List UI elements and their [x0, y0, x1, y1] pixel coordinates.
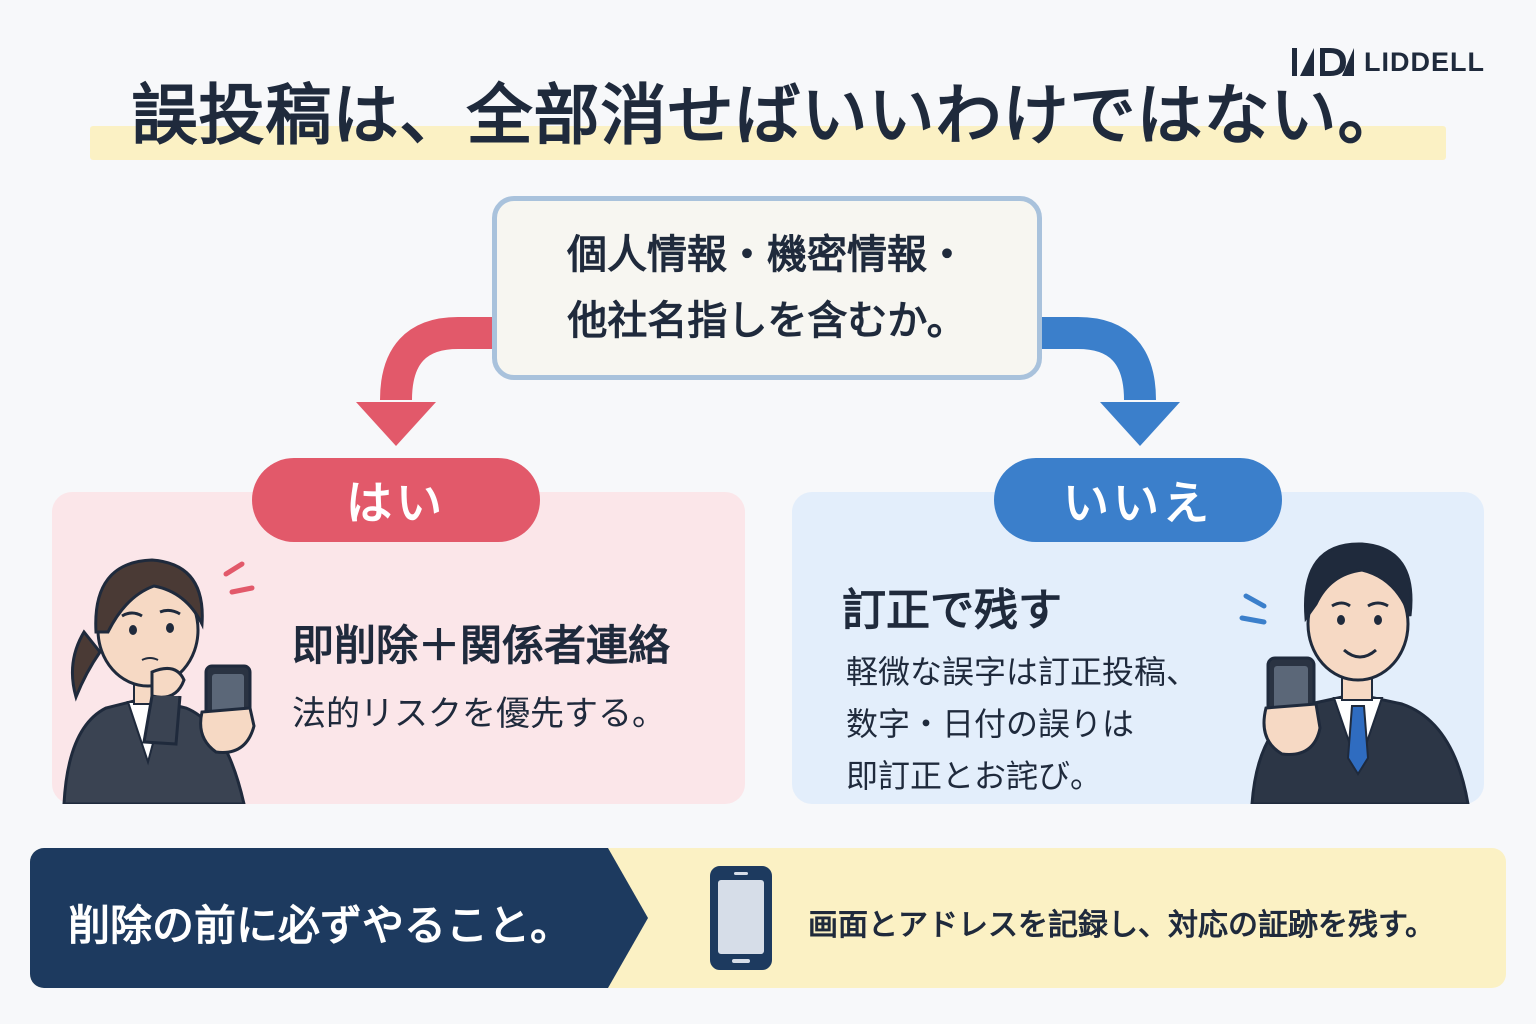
no-description-line: 数字・日付の誤りは [846, 705, 1135, 743]
brand-name: LIDDELL [1364, 46, 1485, 77]
smiling-man-illustration [1239, 542, 1470, 804]
bottom-dark-chevron [30, 848, 648, 988]
question-line: 他社名指しを含むか。 [567, 298, 967, 344]
no-description: 軽微な誤字は訂正投稿、 数字・日付の誤りは 即訂正とお詫び。 [846, 646, 1198, 802]
arrow-to-yes [356, 317, 494, 446]
signal-lines-icon [1239, 593, 1267, 625]
worried-woman-illustration [62, 558, 256, 804]
no-pill: いいえ [994, 458, 1282, 542]
liddell-logo-icon [1292, 48, 1354, 76]
no-description-line: 即訂正とお詫び。 [846, 757, 1103, 795]
yes-heading: 即削除＋関係者連絡 [292, 621, 671, 670]
yes-subtext: 法的リスクを優先する。 [292, 694, 666, 734]
bottom-bar: 削除の前に必ずやること。 画面とアドレスを記録し、対応の証跡を残す。 [30, 848, 1506, 988]
bottom-right-text: 画面とアドレスを記録し、対応の証跡を残す。 [808, 908, 1435, 943]
worry-lines-icon [223, 561, 255, 595]
title-highlight [90, 126, 1446, 160]
yes-pill: はい [252, 458, 540, 542]
smartphone-icon [710, 866, 772, 970]
bottom-left-text: 削除の前に必ずやること。 [68, 901, 573, 950]
no-heading: 訂正で残す [842, 585, 1062, 636]
page-title: 誤投稿は、全部消せばいいわけではない。 [131, 77, 1405, 154]
arrow-to-no [1042, 317, 1180, 446]
brand-logo: LIDDELL [1290, 44, 1485, 80]
no-description-line: 軽微な誤字は訂正投稿、 [846, 653, 1199, 691]
question-box: 個人情報・機密情報・ 他社名指しを含むか。 [492, 196, 1042, 380]
question-line: 個人情報・機密情報・ [567, 232, 967, 278]
